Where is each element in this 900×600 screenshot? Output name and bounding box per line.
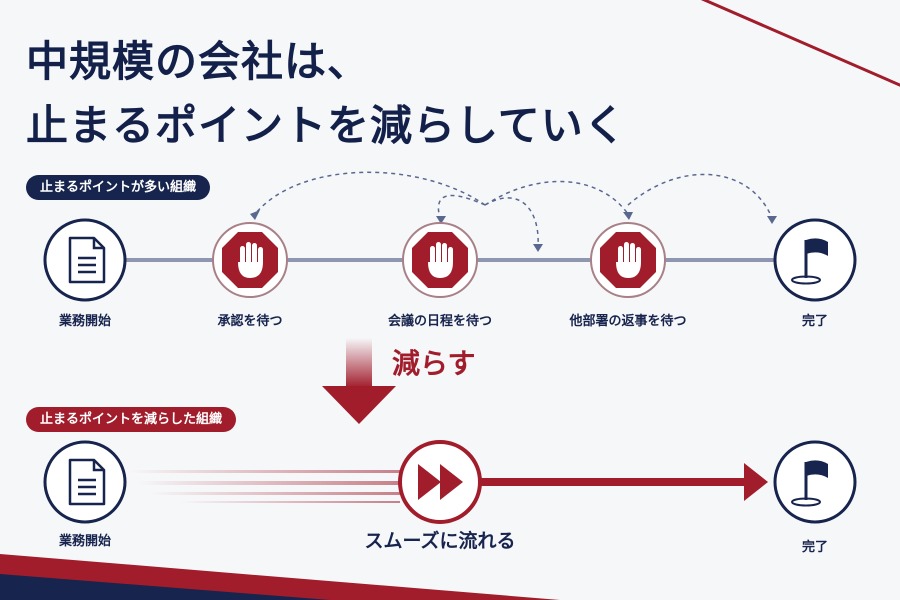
bottom-node-label-start: 業務開始 bbox=[58, 534, 112, 549]
bottom-flow-line bbox=[478, 478, 746, 486]
wait-arrows bbox=[254, 171, 773, 247]
page-title-line-2: 止まるポイントを減らしていく bbox=[26, 101, 627, 150]
wait-arrow-head-1 bbox=[250, 210, 260, 220]
wait-arrow-head-3 bbox=[533, 244, 543, 252]
top-node-stop-1 bbox=[212, 222, 288, 298]
wait-arrow-head-4 bbox=[623, 212, 633, 220]
smooth-flow-label: スムーズに流れる bbox=[364, 530, 516, 552]
bottom-flow-arrowhead bbox=[744, 463, 768, 501]
fast-forward-icon bbox=[418, 464, 463, 500]
reduce-label: 減らす bbox=[392, 347, 476, 380]
bottom-node-label-done: 完了 bbox=[801, 540, 829, 555]
top-node-label-done: 完了 bbox=[801, 314, 829, 329]
top-flow-badge: 止まるポイントが多い組織 bbox=[26, 175, 211, 200]
bottom-node-start bbox=[43, 440, 127, 524]
wait-arrow-1 bbox=[254, 171, 486, 215]
document-icon bbox=[68, 236, 106, 284]
wait-arrow-2 bbox=[437, 194, 486, 219]
corner-stripe-top-right bbox=[700, 0, 900, 87]
wait-arrow-5 bbox=[627, 173, 773, 219]
top-node-stop-2 bbox=[402, 222, 478, 298]
corner-stripe-bottom-left-navy bbox=[0, 574, 330, 600]
goal-flag-icon bbox=[791, 238, 828, 285]
top-node-goal bbox=[773, 218, 857, 302]
top-node-start bbox=[43, 218, 127, 302]
document-icon bbox=[68, 458, 106, 506]
top-node-label-other-dept: 他部署の返事を待つ bbox=[569, 314, 687, 329]
top-node-label-start: 業務開始 bbox=[58, 314, 112, 329]
wait-arrow-heads bbox=[250, 210, 777, 252]
top-node-stop-3 bbox=[590, 222, 666, 298]
top-node-label-approval: 承認を待つ bbox=[217, 314, 283, 329]
bottom-node-fast-forward bbox=[398, 440, 482, 524]
bottom-node-goal bbox=[773, 440, 857, 524]
wait-arrow-3 bbox=[484, 197, 539, 247]
goal-flag-icon bbox=[791, 460, 828, 507]
wait-arrow-head-2 bbox=[436, 216, 446, 224]
top-node-label-meeting: 会議の日程を待つ bbox=[387, 314, 493, 329]
wait-arrow-4 bbox=[484, 180, 629, 215]
wait-arrow-head-5 bbox=[767, 216, 777, 224]
page-title-line-1: 中規模の会社は、 bbox=[26, 37, 371, 86]
transition-arrow bbox=[322, 338, 396, 424]
bottom-flow-badge: 止まるポイントを減らした組織 bbox=[26, 407, 237, 432]
speed-lines bbox=[128, 470, 403, 503]
